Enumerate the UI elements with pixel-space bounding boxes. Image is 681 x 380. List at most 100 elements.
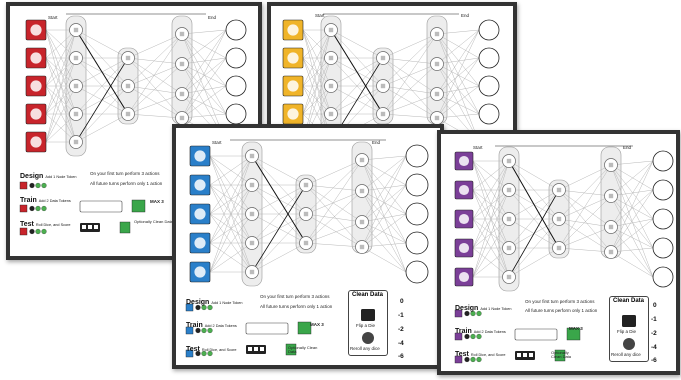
token-icon [458, 213, 470, 225]
action-bead [195, 327, 201, 334]
node-slot [125, 111, 131, 117]
connection-line [361, 155, 407, 192]
connection-line [209, 184, 253, 273]
connection-line [127, 63, 183, 115]
end-label: End [208, 15, 217, 20]
die-face [523, 353, 527, 357]
node-slot [506, 158, 512, 164]
connection-line [558, 189, 612, 197]
connection-line [558, 247, 612, 253]
connection-line [181, 33, 227, 87]
connection-line [508, 247, 560, 278]
token-icon [287, 80, 299, 92]
node-slot [608, 193, 614, 199]
start-label: Start [212, 140, 222, 145]
connection-line [610, 160, 654, 253]
connection-line [436, 85, 480, 95]
future-turns-text: All future turns perform only 1 action [90, 181, 163, 186]
network-diagram [185, 139, 429, 358]
connection-line [305, 159, 363, 186]
node-slot [359, 188, 365, 194]
connection-line [181, 57, 227, 95]
node-slot [359, 244, 365, 250]
node-slot [434, 91, 440, 97]
connection-line [382, 113, 438, 119]
connection-line [181, 57, 227, 65]
node-slot [125, 55, 131, 61]
clean-data-box [609, 296, 649, 362]
action-bead [41, 228, 47, 235]
token-icon [458, 184, 470, 196]
connection-line [305, 242, 363, 248]
token-icon [458, 271, 470, 283]
token-icon [30, 80, 42, 92]
score-value: -2 [398, 326, 404, 333]
connection-line [610, 195, 654, 249]
token-icon [458, 242, 470, 254]
connection-line [436, 93, 480, 115]
connection-line [382, 33, 438, 59]
connection-line [361, 159, 407, 215]
output-circle [405, 173, 429, 197]
first-turn-text: On your first turn perform 3 actions [525, 299, 595, 304]
output-circle [652, 266, 674, 288]
output-circle [225, 75, 247, 97]
node-slot [249, 240, 255, 246]
action-bead [207, 327, 213, 334]
connection-line [610, 218, 654, 228]
connection-line [127, 33, 183, 115]
connection-line [127, 113, 183, 119]
action-bead [29, 205, 35, 212]
reroll-icon [362, 332, 374, 344]
token-icon [30, 24, 42, 36]
connection-line [382, 63, 438, 115]
connection-line [361, 190, 407, 215]
connection-line [610, 189, 654, 253]
connection-line [127, 33, 183, 87]
connection-line [181, 33, 227, 59]
output-circle [478, 19, 500, 41]
node-slot [506, 187, 512, 193]
future-turns-text: All future turns perform only 1 action [525, 308, 598, 313]
connection-line [361, 190, 407, 273]
score-value: -1 [651, 316, 657, 323]
node-slot [380, 83, 386, 89]
connection-line [209, 155, 253, 186]
network-diagram [19, 13, 247, 236]
highlight-path [330, 29, 384, 115]
action-bead [476, 356, 482, 363]
connection-line [558, 226, 612, 249]
connection-line [508, 218, 560, 278]
connection-line [436, 63, 480, 143]
connection-line [361, 246, 407, 273]
action-bead [470, 356, 476, 363]
token-icon [287, 108, 299, 120]
connection-line [436, 29, 480, 65]
connection-line [472, 218, 510, 278]
connection-line [209, 155, 253, 273]
node-slot [73, 139, 79, 145]
node-slot [249, 153, 255, 159]
clean-icon [119, 221, 131, 234]
action-token [19, 227, 28, 236]
token-icon [458, 155, 470, 167]
connection-line [45, 57, 77, 143]
node-slot [608, 249, 614, 255]
max-label: MAX 3 [150, 199, 164, 204]
node-slot [328, 111, 334, 117]
node-slot [179, 31, 185, 37]
node-slot [73, 55, 79, 61]
connection-line [382, 33, 438, 115]
clean-data-title: Clean Data [613, 298, 645, 304]
node-slot [303, 182, 309, 188]
reroll-dice-text: Reroll any dice [611, 352, 641, 357]
token-icon [287, 52, 299, 64]
connection-line [558, 189, 612, 253]
connection-line [209, 155, 253, 244]
max-icon [566, 327, 581, 341]
connection-line [75, 57, 129, 115]
die-face [517, 353, 521, 357]
